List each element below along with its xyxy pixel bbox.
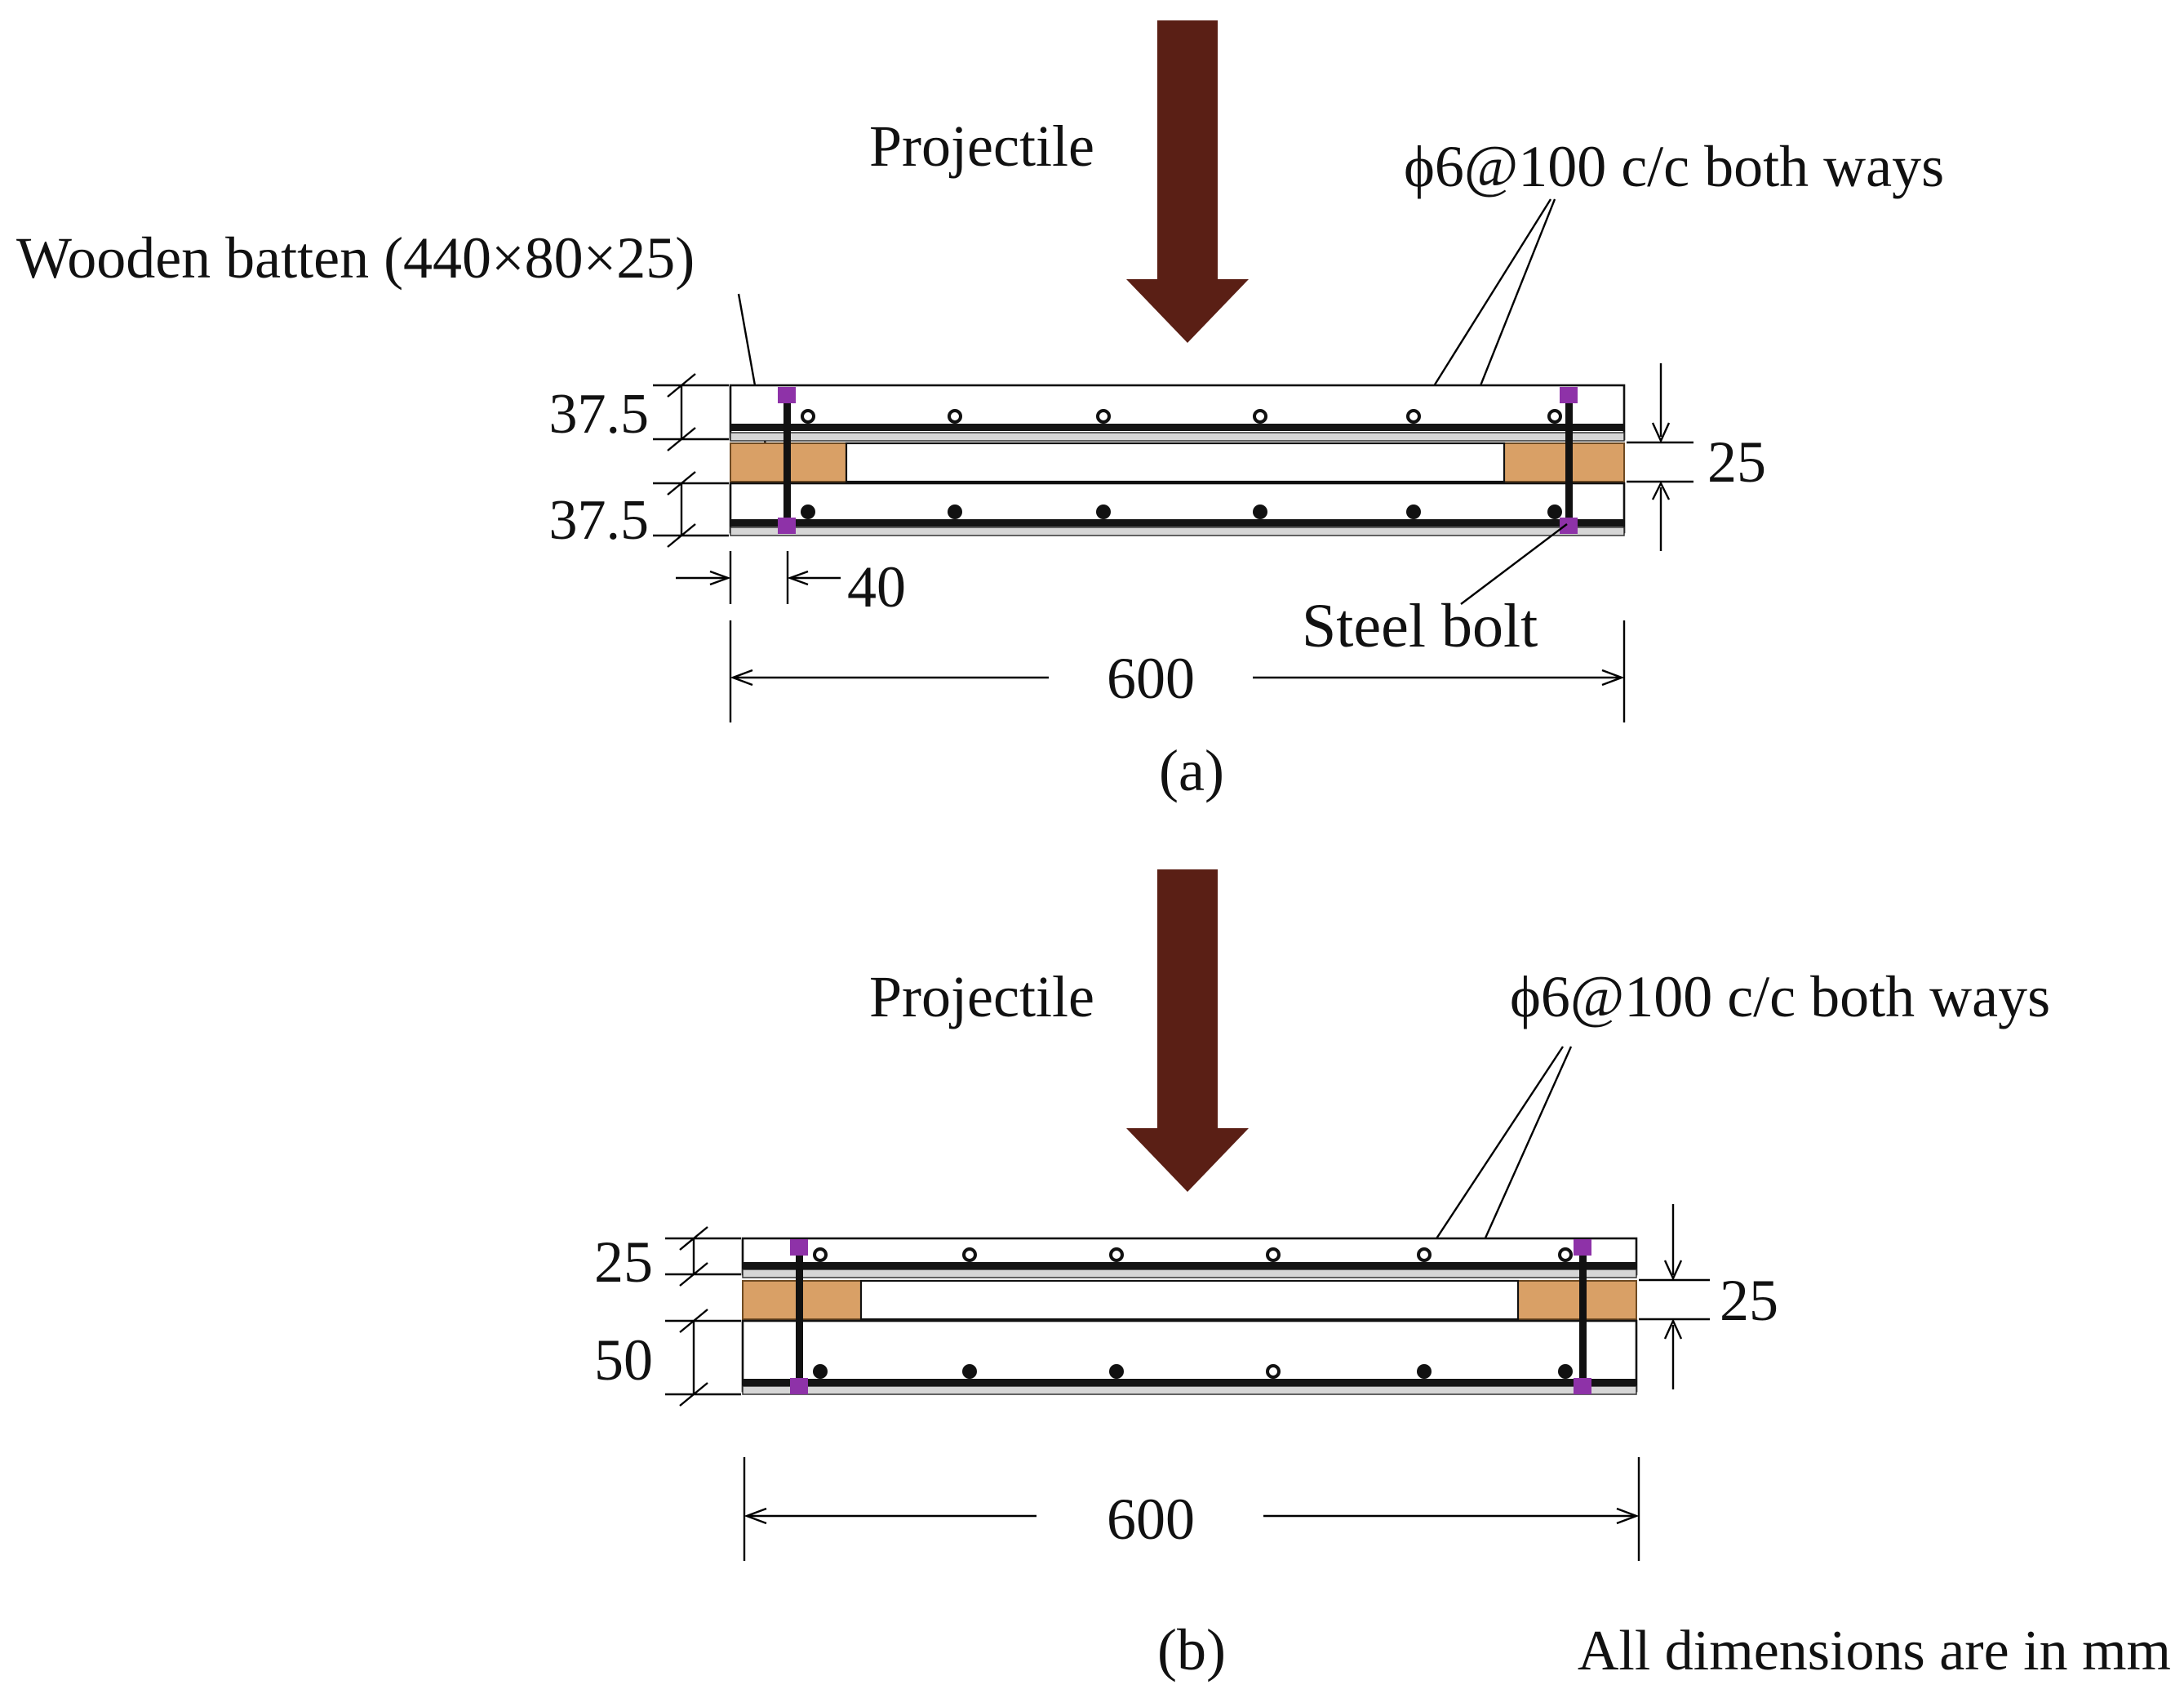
gap-outline-b bbox=[859, 1279, 1520, 1321]
steel-bolt-left-a bbox=[778, 387, 796, 534]
top-slab-a bbox=[729, 384, 1626, 441]
rebar-leader-b bbox=[1423, 1046, 1573, 1266]
projectile-label-b: Projectile bbox=[869, 964, 1094, 1029]
rebar-label-b: ϕ6@100 c/c both ways bbox=[1510, 964, 2050, 1029]
bottom-bar-dots-a bbox=[801, 505, 1562, 519]
width-dim-a: 600 bbox=[1107, 646, 1195, 711]
batten-label-a: Wooden batten (440×80×25) bbox=[16, 225, 695, 291]
projectile-arrow-a bbox=[1126, 20, 1249, 343]
wooden-batten-right-b bbox=[1517, 1280, 1637, 1320]
bolt-edge-distance-a: 40 bbox=[847, 554, 906, 620]
caption-b: (b) bbox=[1157, 1617, 1226, 1682]
wooden-batten-right-a bbox=[1503, 442, 1625, 482]
thickness-dim-lines-b bbox=[665, 1226, 741, 1407]
bottom-thickness-b: 50 bbox=[594, 1327, 653, 1393]
gap-dim-a: 25 bbox=[1707, 429, 1766, 495]
steel-bolt-right-a bbox=[1560, 387, 1578, 534]
units-note: All dimensions are in mm bbox=[1578, 1620, 2171, 1682]
bottom-rebar-b bbox=[743, 1379, 1636, 1386]
bolt-leader-a bbox=[1460, 523, 1568, 605]
caption-a: (a) bbox=[1159, 738, 1224, 803]
thickness-dim-lines-a bbox=[653, 373, 729, 548]
top-thickness-b: 25 bbox=[594, 1229, 653, 1295]
width-dim-lines-b bbox=[743, 1457, 1640, 1561]
gap-dim-lines-b bbox=[1639, 1204, 1710, 1389]
bottom-thickness-a: 37.5 bbox=[549, 489, 650, 552]
projectile-label-a: Projectile bbox=[869, 113, 1094, 179]
steel-bolt-label-a: Steel bolt bbox=[1302, 592, 1538, 660]
diagram-a: Projectile ϕ6@100 c/c both ways Wooden b… bbox=[16, 20, 1944, 803]
bottom-slab-base-a bbox=[730, 527, 1625, 536]
top-rebar-a bbox=[730, 424, 1624, 431]
rebar-label-a: ϕ6@100 c/c both ways bbox=[1404, 134, 1944, 199]
top-bar-circles-b bbox=[813, 1247, 1573, 1262]
width-dim-lines-a bbox=[729, 620, 1626, 722]
top-bar-circles-a bbox=[801, 409, 1562, 424]
steel-bolt-left-b bbox=[790, 1239, 808, 1394]
edge-dim-lines-a bbox=[676, 551, 841, 604]
gap-outline-a bbox=[845, 442, 1506, 483]
bottom-slab-base-b bbox=[742, 1385, 1637, 1395]
top-slab-base-b bbox=[742, 1269, 1637, 1278]
top-rebar-b bbox=[743, 1262, 1636, 1269]
width-dim-b: 600 bbox=[1107, 1487, 1195, 1552]
gap-dim-lines-a bbox=[1627, 363, 1693, 551]
gap-dim-b: 25 bbox=[1720, 1268, 1778, 1333]
diagram-b: Projectile ϕ6@100 c/c both ways bbox=[594, 869, 2050, 1682]
steel-bolt-right-b bbox=[1574, 1239, 1591, 1394]
projectile-arrow-b bbox=[1126, 869, 1249, 1192]
top-slab-base-a bbox=[730, 432, 1625, 442]
bottom-rebar-a bbox=[730, 519, 1624, 527]
bottom-bar-dots-b bbox=[813, 1364, 1573, 1379]
top-thickness-a: 37.5 bbox=[549, 383, 650, 446]
